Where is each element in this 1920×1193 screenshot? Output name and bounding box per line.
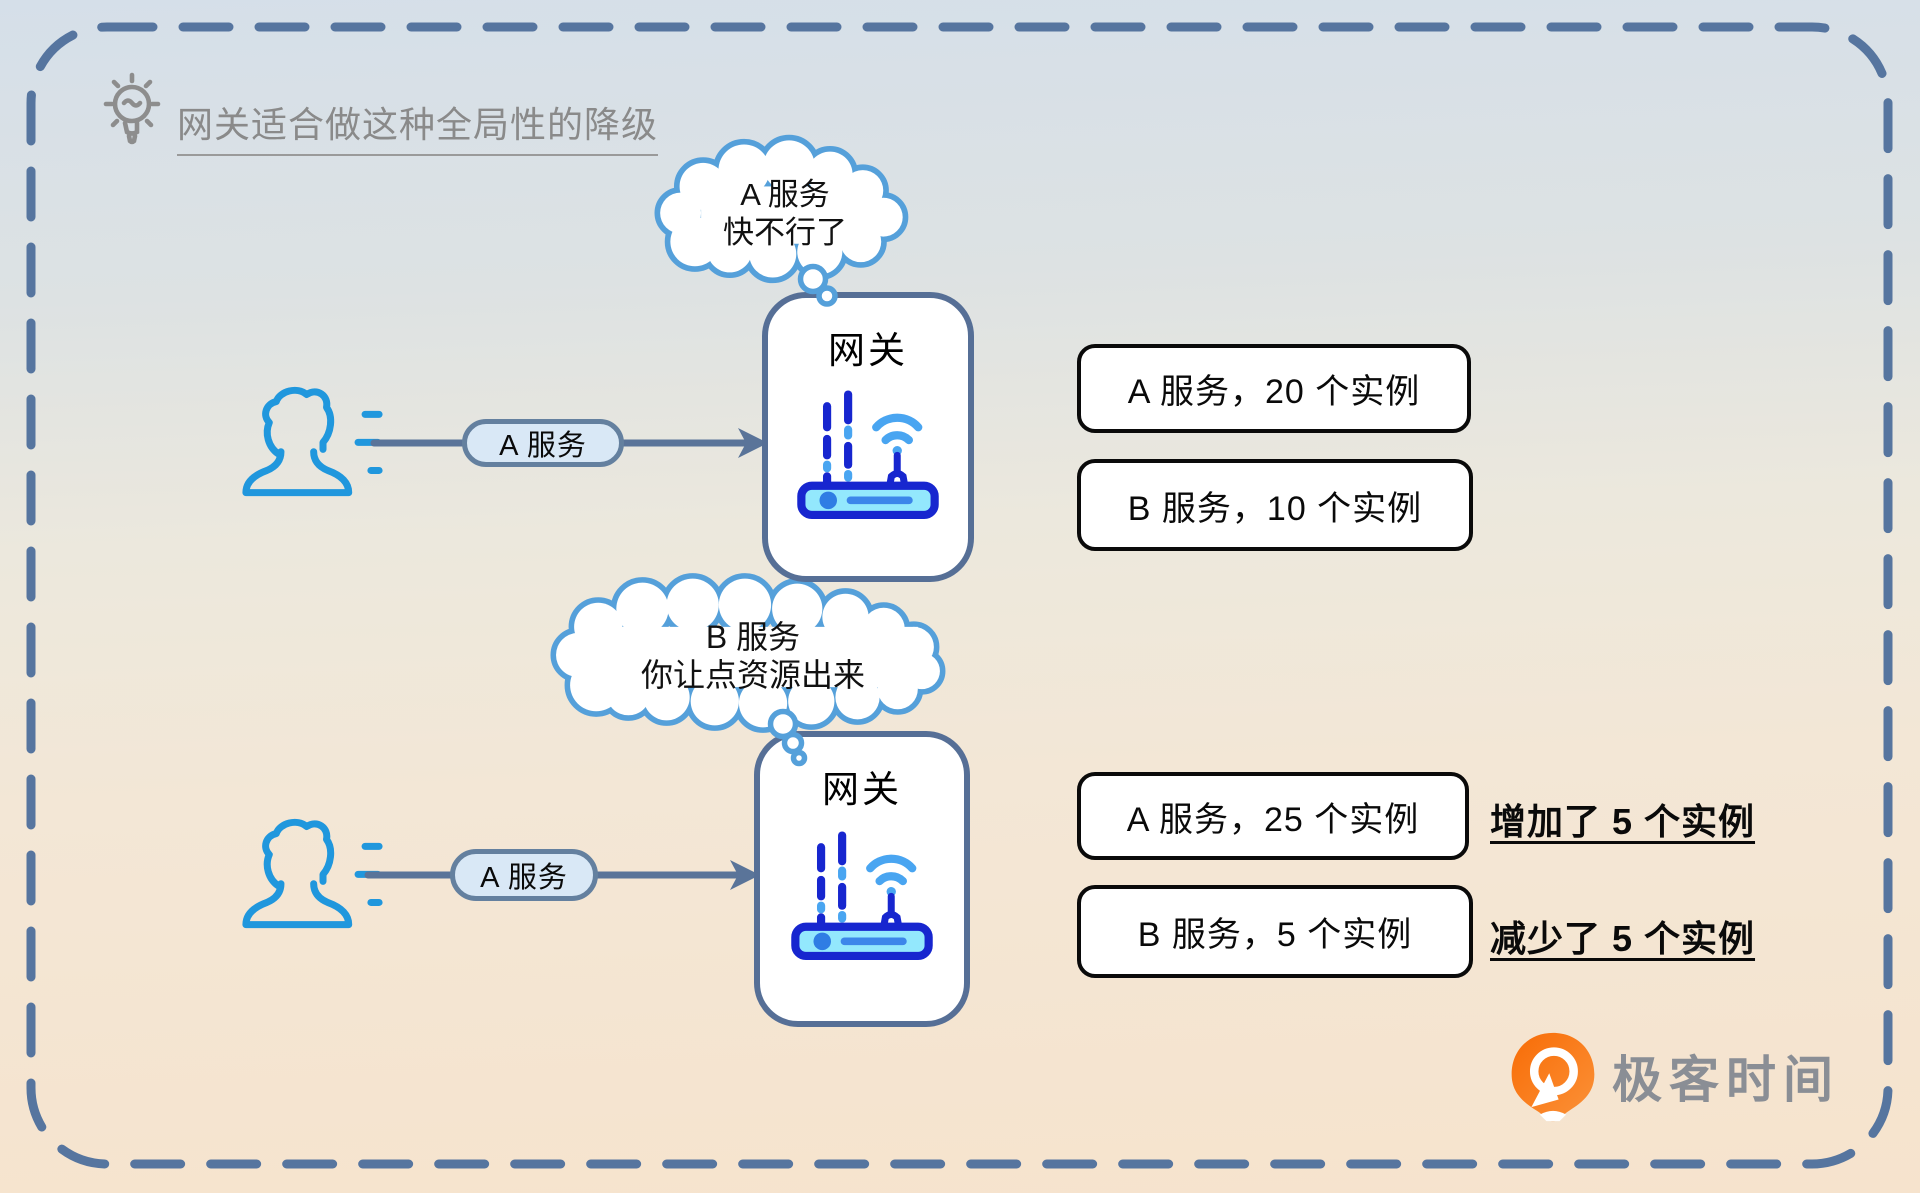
router-icon [791,831,933,961]
geektime-logo-icon [1511,1032,1595,1122]
instance-box-text: A 服务，20 个实例 [1127,373,1421,411]
instance-change-note-b: 减少了 5 个实例 [1490,918,1756,959]
gateway-box-bottom: 网关 [754,731,970,1027]
instance-box-text: B 服务，10 个实例 [1127,489,1423,528]
request-label: A 服务 [480,862,568,894]
page-title: 网关适合做这种全局性的降级 [177,96,659,156]
request-label-pill-top: A 服务 [462,419,624,467]
instance-change-note-a: 增加了 5 个实例 [1490,801,1756,842]
cloud-shape [654,152,916,270]
gateway-box-top: 网关 [762,292,974,582]
instance-box-text: A 服务，25 个实例 [1126,800,1420,839]
cloud-text-line2: 你让点资源出来 [640,657,865,693]
gateway-label: 网关 [828,330,908,371]
cloud-text-line1: A 服务 [740,177,830,212]
request-label: A 服务 [499,430,587,462]
instance-box-a-top: A 服务，20 个实例 [1077,344,1471,433]
instance-box-a-bottom: A 服务，25 个实例 [1077,772,1469,860]
instance-box-b-bottom: B 服务，5 个实例 [1077,885,1473,978]
user-icon [242,386,383,497]
cloud-text-line2: 快不行了 [723,215,847,250]
thought-bubble-bottom: B 服务 你让点资源出来 [552,594,954,714]
cloud-text-line1: B 服务 [705,619,801,655]
router-icon [797,390,939,520]
thought-bubble-tail-icon [797,263,838,307]
thought-bubble-top: A 服务 快不行了 [654,152,916,270]
instance-box-b-top: B 服务，10 个实例 [1077,459,1473,551]
lightbulb-icon [103,72,161,145]
gateway-label: 网关 [822,769,902,810]
request-label-pill-bottom: A 服务 [450,849,598,901]
cloud-shape [552,594,954,714]
brand-name: 极客时间 [1612,1052,1840,1108]
instance-box-text: B 服务，5 个实例 [1137,916,1413,954]
thought-bubble-tail-icon [767,708,808,767]
